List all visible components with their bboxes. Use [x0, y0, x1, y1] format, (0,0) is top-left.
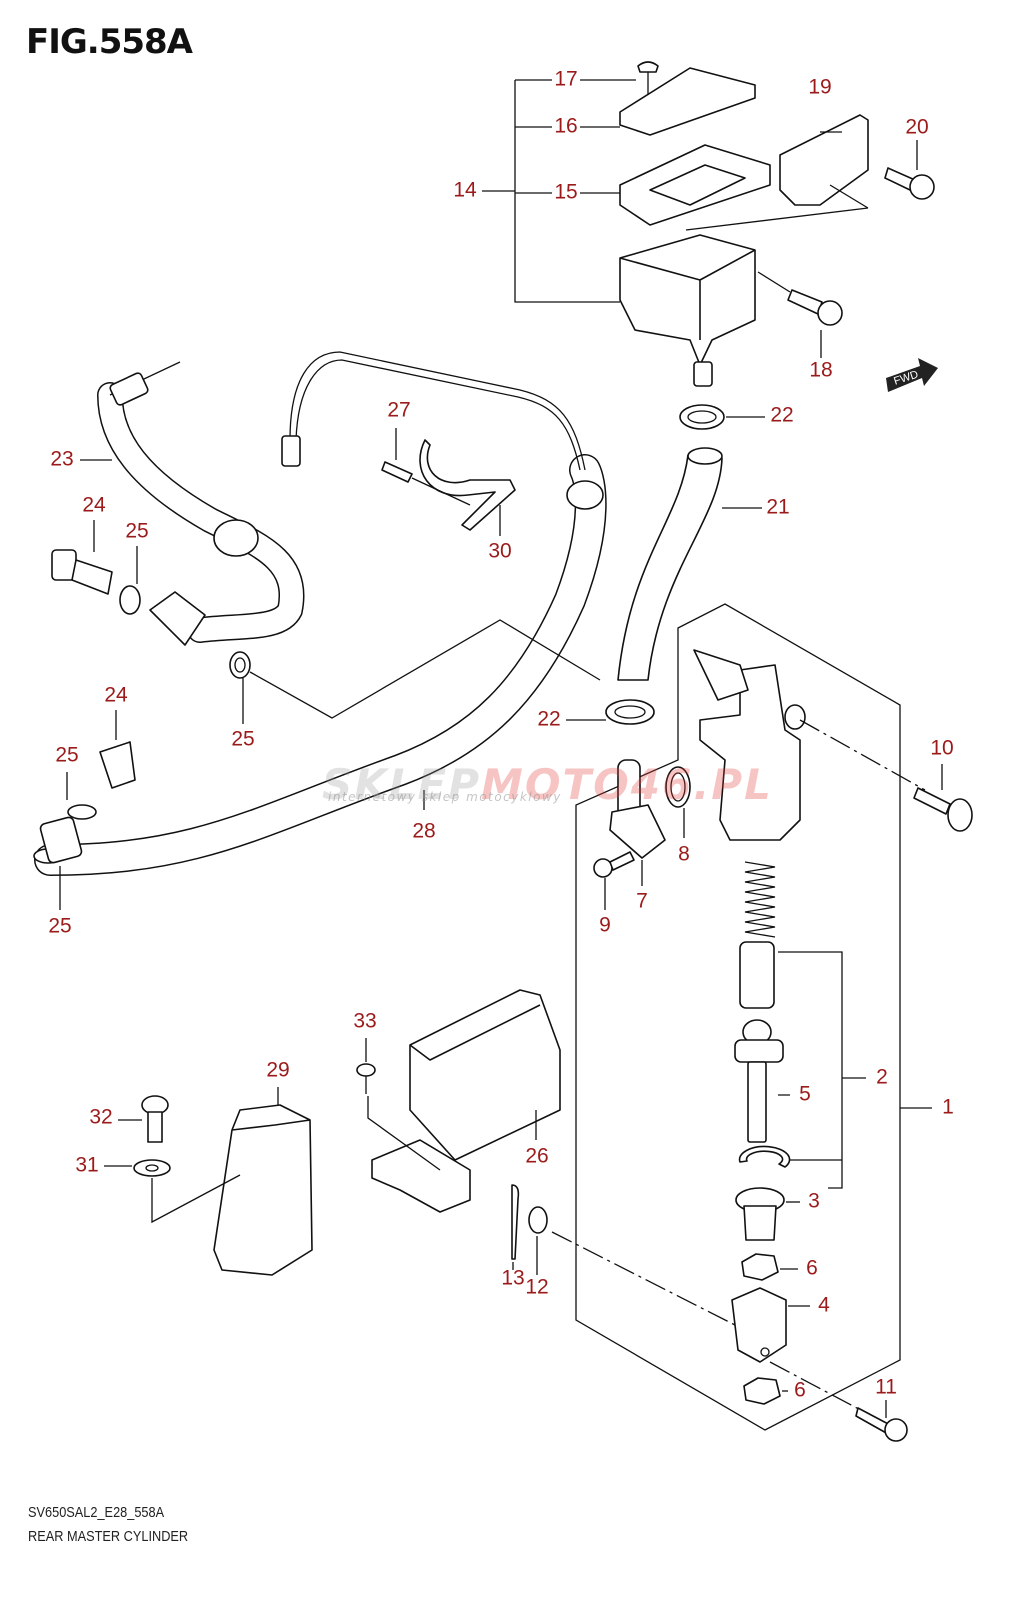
figure-title: FIG.558A [26, 22, 193, 62]
washer-12 [528, 1206, 548, 1275]
boot-3 [735, 1187, 800, 1241]
clamp-22-lower [566, 699, 655, 725]
callout-12: 12 [525, 1276, 548, 1299]
fwd-label: FWD [892, 369, 920, 388]
footer-title: REAR MASTER CYLINDER [28, 1528, 189, 1545]
guard-29 [213, 1104, 313, 1276]
watermark: SKLEPMOTO46.PL [322, 760, 773, 809]
callout-6: 6 [794, 1379, 806, 1402]
washer-31 [104, 1159, 241, 1224]
callout-15: 15 [554, 181, 577, 204]
callout-labels: 1716151419201822212730232425252425252822… [48, 68, 954, 1402]
watermark-tagline: internetowy sklep motocyklowy [328, 790, 562, 804]
spring-piston-2 [739, 861, 776, 1009]
clamp-22-top [679, 404, 765, 430]
callout-32: 32 [89, 1106, 112, 1129]
reservoir-nozzle [693, 361, 713, 387]
callout-33: 33 [353, 1010, 376, 1033]
watermark-brand-a: SKLEP [322, 760, 482, 809]
o-ring-8 [665, 766, 691, 838]
assembly-outline-1 [575, 603, 901, 1431]
callout-9: 9 [599, 914, 611, 937]
pin-11 [855, 1400, 908, 1442]
callout-22: 22 [770, 404, 793, 427]
callout-16: 16 [554, 115, 577, 138]
callout-25: 25 [55, 744, 78, 767]
callout-8: 8 [678, 843, 690, 866]
bracket-19 [779, 114, 869, 206]
callout-30: 30 [488, 540, 511, 563]
group-bracket-14 [482, 79, 636, 303]
cotter-pin-13 [511, 1184, 520, 1270]
callout-20: 20 [905, 116, 928, 139]
callout-26: 26 [525, 1145, 548, 1168]
reservoir-14 [619, 234, 756, 366]
callout-10: 10 [930, 737, 953, 760]
banjo-bolt-24 [51, 520, 113, 595]
callout-25: 25 [48, 915, 71, 938]
master-cylinder-body [699, 664, 801, 841]
cap-16 [619, 67, 756, 136]
bolt-10 [913, 764, 973, 832]
callout-1: 1 [942, 1096, 954, 1119]
callout-14: 14 [453, 179, 477, 202]
washer-25c [66, 772, 97, 820]
callout-24: 24 [104, 684, 128, 707]
callout-25: 25 [125, 520, 148, 543]
callout-21: 21 [766, 496, 789, 519]
callout-4: 4 [818, 1294, 830, 1317]
callout-17: 17 [554, 68, 577, 91]
callout-5: 5 [799, 1083, 811, 1106]
circlip [738, 1145, 791, 1168]
hose-21 [617, 454, 723, 681]
callout-24: 24 [82, 494, 106, 517]
screw-33 [356, 1038, 376, 1094]
callout-13: 13 [501, 1267, 524, 1290]
clamp-30 [419, 439, 516, 536]
bolt-32 [118, 1095, 169, 1143]
push-rod-5 [734, 1019, 784, 1143]
callout-19: 19 [808, 76, 831, 99]
callout-25: 25 [231, 728, 254, 751]
nut-6b [743, 1377, 788, 1405]
fwd-arrow: FWD [886, 358, 938, 392]
bolt-27 [381, 428, 471, 506]
footer-code: SV650SAL2_E28_558A [28, 1504, 165, 1521]
callout-29: 29 [266, 1059, 289, 1082]
callout-23: 23 [50, 448, 73, 471]
callout-2: 2 [876, 1066, 888, 1089]
joint-7 [609, 759, 666, 886]
bolt-18 [757, 271, 843, 358]
cover-26 [409, 989, 561, 1161]
callout-28: 28 [412, 820, 435, 843]
nut-6a [741, 1253, 798, 1281]
screw-9 [593, 851, 635, 910]
banjo-bolt-24b [99, 710, 136, 789]
watermark-brand-b: MOTO46.PL [481, 760, 773, 809]
callout-6: 6 [806, 1257, 818, 1280]
washer-25a [119, 546, 141, 615]
washer-25b [229, 651, 251, 724]
callout-7: 7 [636, 890, 648, 913]
diaphragm-15 [619, 144, 771, 226]
callout-11: 11 [875, 1376, 897, 1399]
callout-18: 18 [809, 359, 832, 382]
callout-3: 3 [808, 1190, 820, 1213]
callout-31: 31 [75, 1154, 98, 1177]
callout-27: 27 [387, 399, 410, 422]
clevis-4 [731, 1287, 810, 1363]
callout-22: 22 [537, 708, 560, 731]
bolt-20 [884, 140, 935, 200]
